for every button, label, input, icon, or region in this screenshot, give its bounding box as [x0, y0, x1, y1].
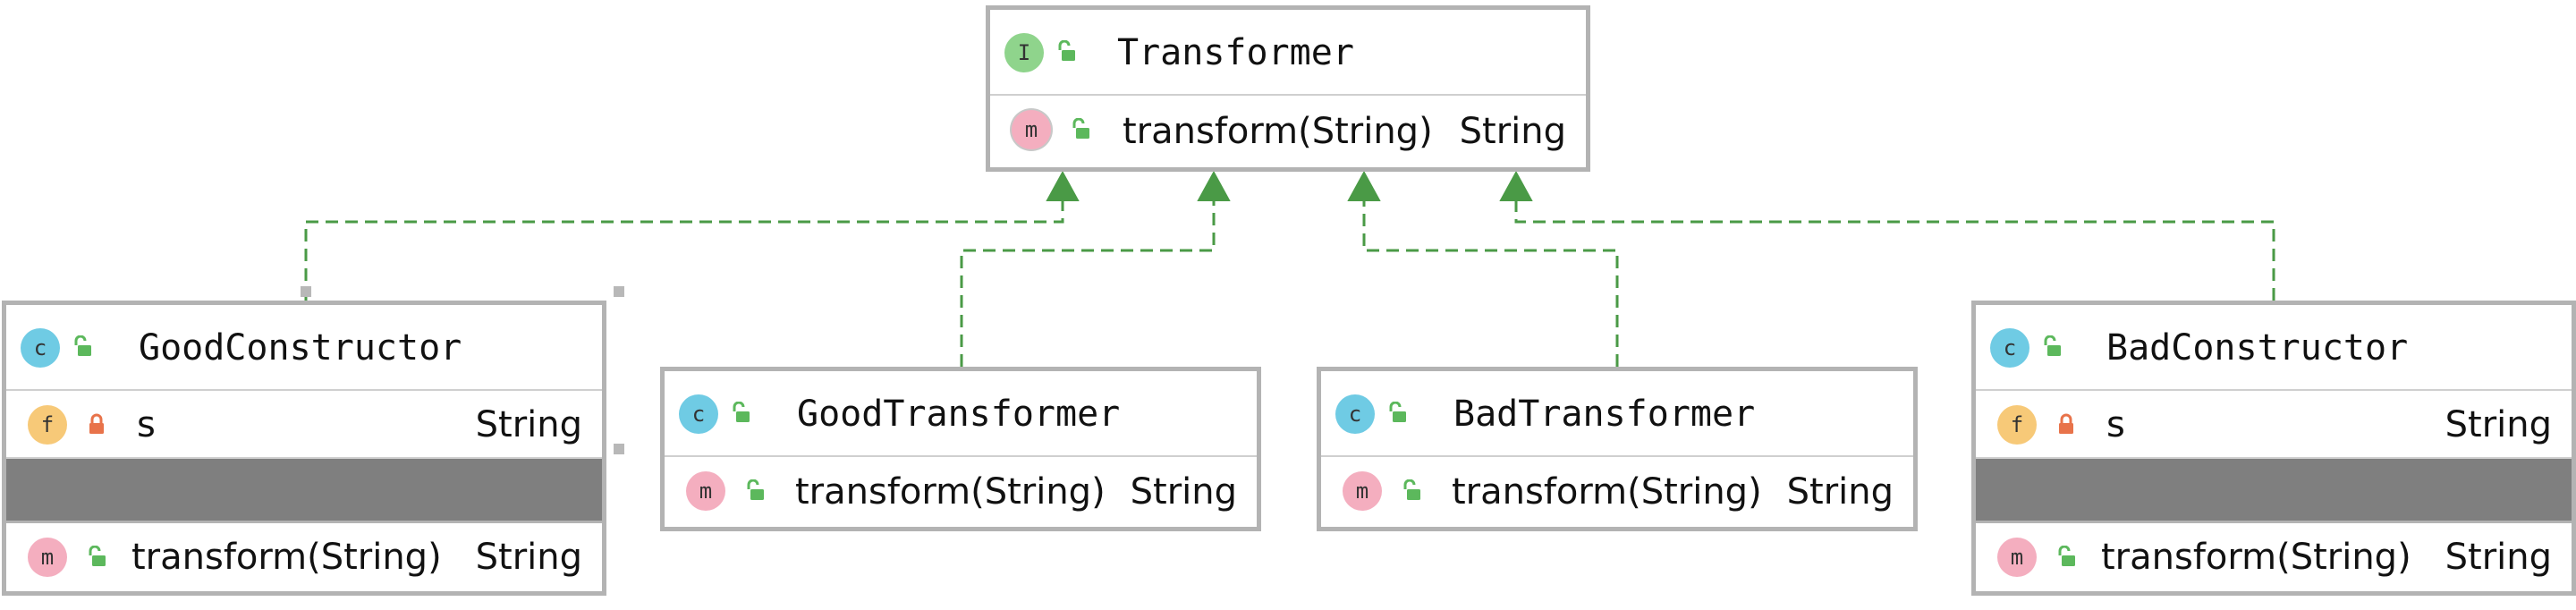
node-transformer[interactable]: I Transformer m transform(String) String [986, 5, 1590, 172]
field-row[interactable]: f s String [6, 391, 602, 459]
arrowhead-goodtransformer [1197, 170, 1231, 201]
resize-handle[interactable] [614, 286, 624, 297]
method-name: transform(String) [795, 471, 1106, 513]
private-lock-icon [2056, 413, 2076, 435]
method-icon: m [1012, 110, 1051, 149]
method-name: transform(String) [131, 537, 442, 578]
node-header: c GoodConstructor [6, 305, 602, 391]
resize-handle[interactable] [614, 444, 624, 454]
method-icon: m [1997, 538, 2037, 577]
public-lock-icon [2042, 335, 2062, 357]
public-lock-icon [731, 402, 750, 423]
private-lock-icon [87, 413, 106, 435]
field-row[interactable]: f s String [1976, 391, 2572, 459]
method-icon: m [1343, 471, 1382, 511]
node-title: Transformer [1117, 32, 1354, 73]
node-title: GoodTransformer [797, 394, 1121, 435]
arrowhead-goodconstructor [1046, 170, 1080, 201]
method-name: transform(String) [1452, 471, 1762, 513]
field-type: String [2445, 404, 2552, 445]
method-icon: m [686, 471, 725, 511]
method-return-type: String [1130, 471, 1237, 513]
method-icon: m [28, 538, 67, 577]
method-return-type: String [475, 537, 582, 578]
method-row[interactable]: m transform(String) String [1321, 457, 1913, 527]
method-return-type: String [1459, 111, 1566, 152]
node-badconstructor[interactable]: c BadConstructor f s String m transform(… [1971, 301, 2576, 596]
method-row[interactable]: m transform(String) String [665, 457, 1257, 527]
node-goodtransformer[interactable]: c GoodTransformer m transform(String) St… [660, 367, 1261, 531]
node-header: I Transformer [990, 10, 1586, 96]
method-row[interactable]: m transform(String) String [6, 523, 602, 591]
node-title: BadTransformer [1453, 394, 1756, 435]
class-icon: c [1335, 394, 1375, 434]
method-row[interactable]: m transform(String) String [990, 96, 1586, 167]
empty-section [6, 459, 602, 523]
arrowhead-badtransformer [1347, 170, 1381, 201]
public-lock-icon [1402, 479, 1421, 501]
method-return-type: String [2445, 537, 2552, 578]
node-title: BadConstructor [2106, 327, 2409, 369]
edge-badconstructor-to-transformer [1514, 199, 2275, 301]
public-lock-icon [1387, 402, 1407, 423]
method-name: transform(String) [1123, 111, 1433, 152]
resize-handle[interactable] [301, 286, 311, 297]
node-header: c GoodTransformer [665, 371, 1257, 457]
field-icon: f [28, 405, 67, 445]
class-icon: c [1990, 328, 2029, 368]
edge-goodtransformer-to-transformer [960, 199, 1216, 367]
node-badtransformer[interactable]: c BadTransformer m transform(String) Str… [1317, 367, 1918, 531]
interface-icon: I [1004, 33, 1044, 72]
node-title: GoodConstructor [139, 327, 462, 369]
public-lock-icon [745, 479, 765, 501]
arrowhead-badconstructor [1499, 170, 1533, 201]
field-type: String [475, 404, 582, 445]
field-name: s [2106, 404, 2125, 445]
public-lock-icon [1071, 118, 1090, 140]
class-icon: c [679, 394, 718, 434]
node-goodconstructor[interactable]: c GoodConstructor f s String m transform… [2, 301, 606, 596]
empty-section [1976, 459, 2572, 523]
node-header: c BadConstructor [1976, 305, 2572, 391]
method-name: transform(String) [2101, 537, 2411, 578]
public-lock-icon [72, 335, 92, 357]
field-name: s [137, 404, 156, 445]
node-header: c BadTransformer [1321, 371, 1913, 457]
public-lock-icon [87, 546, 106, 567]
public-lock-icon [2056, 546, 2076, 567]
edge-badtransformer-to-transformer [1362, 199, 1619, 367]
field-icon: f [1997, 405, 2037, 445]
class-icon: c [21, 328, 60, 368]
method-return-type: String [1786, 471, 1894, 513]
edge-goodconstructor-to-transformer [304, 199, 1064, 301]
method-row[interactable]: m transform(String) String [1976, 523, 2572, 591]
public-lock-icon [1056, 40, 1076, 62]
